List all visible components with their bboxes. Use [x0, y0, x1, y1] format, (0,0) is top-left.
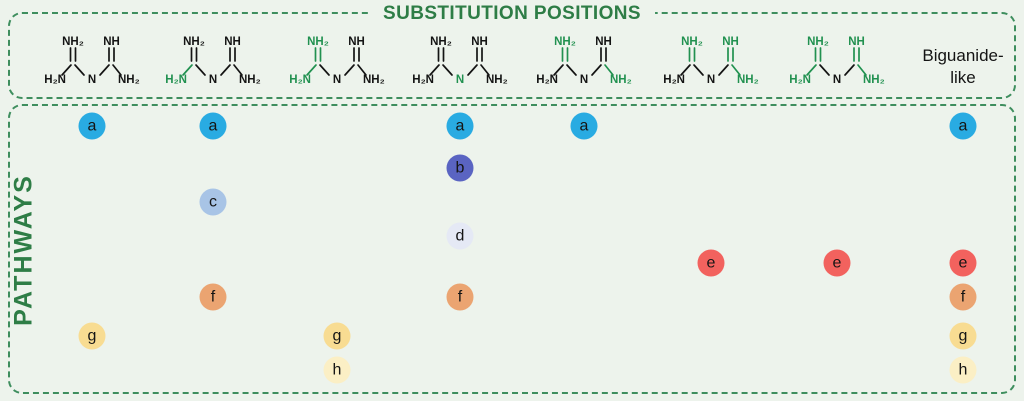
svg-text:NH₂: NH₂	[363, 74, 385, 86]
substitution-positions-title: SUBSTITUTION POSITIONS	[369, 3, 655, 25]
pathway-marker-a: a	[199, 112, 227, 140]
biguanide-like-line2: like	[950, 68, 976, 87]
biguanide-structure-7: H₂N N NH₂ NH₂ NH	[789, 36, 885, 86]
biguanide-like-label: Biguanide- like	[922, 45, 1003, 89]
svg-text:NH: NH	[224, 36, 241, 48]
svg-text:NH₂: NH₂	[737, 74, 759, 86]
svg-text:NH₂: NH₂	[430, 36, 452, 48]
pathway-marker-e: e	[949, 249, 977, 277]
pathway-marker-a: a	[446, 112, 474, 140]
svg-text:NH: NH	[722, 36, 739, 48]
svg-text:NH: NH	[471, 36, 488, 48]
svg-text:H₂N: H₂N	[536, 74, 558, 86]
svg-text:H₂N: H₂N	[165, 74, 187, 86]
svg-text:NH: NH	[848, 36, 865, 48]
biguanide-structure-6: H₂N N NH₂ NH₂ NH	[663, 36, 759, 86]
pathway-marker-h: h	[323, 356, 351, 384]
svg-text:N: N	[580, 74, 588, 86]
svg-text:NH₂: NH₂	[307, 36, 329, 48]
svg-text:NH₂: NH₂	[486, 74, 508, 86]
pathway-marker-a: a	[570, 112, 598, 140]
pathway-marker-a: a	[78, 112, 106, 140]
pathway-marker-g: g	[78, 322, 106, 350]
svg-text:H₂N: H₂N	[412, 74, 434, 86]
pathway-marker-d: d	[446, 222, 474, 250]
biguanide-like-line1: Biguanide-	[922, 45, 1004, 65]
pathways-title: PATHWAYS	[9, 174, 38, 326]
pathway-marker-e: e	[823, 249, 851, 277]
svg-text:NH₂: NH₂	[183, 36, 205, 48]
svg-text:NH₂: NH₂	[554, 36, 576, 48]
svg-text:NH: NH	[595, 36, 612, 48]
svg-text:H₂N: H₂N	[789, 74, 811, 86]
svg-text:NH₂: NH₂	[62, 36, 84, 48]
svg-text:NH₂: NH₂	[610, 74, 632, 86]
biguanide-structure-1: H₂N N NH₂ NH₂ NH	[44, 36, 140, 86]
pathway-marker-g: g	[323, 322, 351, 350]
svg-text:N: N	[209, 74, 217, 86]
biguanide-structure-5: H₂N N NH₂ NH₂ NH	[536, 36, 632, 86]
svg-text:N: N	[833, 74, 841, 86]
svg-text:N: N	[88, 74, 96, 86]
svg-text:NH₂: NH₂	[118, 74, 140, 86]
svg-text:N: N	[333, 74, 341, 86]
svg-text:NH₂: NH₂	[863, 74, 885, 86]
svg-text:NH₂: NH₂	[807, 36, 829, 48]
pathway-marker-f: f	[199, 283, 227, 311]
biguanide-structure-4: H₂N N NH₂ NH₂ NH	[412, 36, 508, 86]
svg-text:N: N	[456, 74, 464, 86]
pathway-marker-b: b	[446, 154, 474, 182]
pathway-marker-h: h	[949, 356, 977, 384]
svg-text:NH₂: NH₂	[681, 36, 703, 48]
svg-text:N: N	[707, 74, 715, 86]
biguanide-structure-2: H₂N N NH₂ NH₂ NH	[165, 36, 261, 86]
svg-text:H₂N: H₂N	[44, 74, 66, 86]
pathways-panel	[8, 104, 1016, 394]
svg-text:NH₂: NH₂	[239, 74, 261, 86]
biguanide-structure-3: H₂N N NH₂ NH₂ NH	[289, 36, 385, 86]
svg-text:NH: NH	[103, 36, 120, 48]
svg-text:H₂N: H₂N	[663, 74, 685, 86]
svg-text:H₂N: H₂N	[289, 74, 311, 86]
pathway-marker-e: e	[697, 249, 725, 277]
substitution-positions-panel: SUBSTITUTION POSITIONS	[8, 3, 1016, 99]
pathway-marker-a: a	[949, 112, 977, 140]
pathway-marker-c: c	[199, 188, 227, 216]
pathway-marker-f: f	[446, 283, 474, 311]
pathway-marker-g: g	[949, 322, 977, 350]
pathway-marker-f: f	[949, 283, 977, 311]
svg-text:NH: NH	[348, 36, 365, 48]
